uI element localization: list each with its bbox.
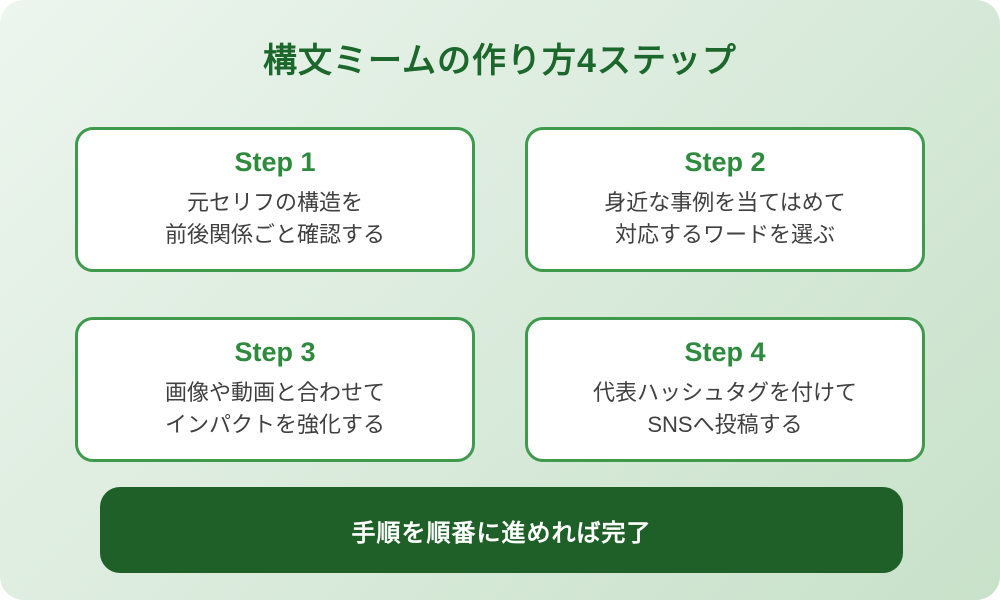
completion-banner-text: 手順を順番に進めれば完了: [351, 519, 652, 547]
step-card-1: Step 1 元セリフの構造を 前後関係ごと確認する: [75, 127, 475, 272]
step-card-3: Step 3 画像や動画と合わせて インパクトを強化する: [75, 317, 475, 462]
step-3-desc-line-2: インパクトを強化する: [164, 411, 385, 437]
step-4-desc-line-1: 代表ハッシュタグを付けて: [592, 379, 857, 405]
step-3-desc-line-1: 画像や動画と合わせて: [164, 379, 385, 405]
step-3-description: 画像や動画と合わせて インパクトを強化する: [165, 377, 385, 441]
step-2-label: Step 2: [684, 147, 766, 178]
step-1-description: 元セリフの構造を 前後関係ごと確認する: [165, 187, 385, 251]
step-2-description: 身近な事例を当てはめて 対応するワードを選ぶ: [604, 187, 846, 251]
steps-grid: Step 1 元セリフの構造を 前後関係ごと確認する Step 2 身近な事例を…: [75, 127, 925, 462]
step-4-label: Step 4: [684, 337, 766, 368]
completion-banner: 手順を順番に進めれば完了: [100, 487, 903, 573]
step-1-label: Step 1: [234, 147, 316, 178]
step-2-desc-line-1: 身近な事例を当てはめて: [604, 189, 846, 215]
step-card-2: Step 2 身近な事例を当てはめて 対応するワードを選ぶ: [525, 127, 925, 272]
step-card-4: Step 4 代表ハッシュタグを付けて SNSへ投稿する: [525, 317, 925, 462]
step-4-desc-line-2: SNSへ投稿する: [647, 411, 803, 437]
step-2-desc-line-2: 対応するワードを選ぶ: [614, 221, 835, 247]
step-3-label: Step 3: [234, 337, 316, 368]
step-1-desc-line-2: 前後関係ごと確認する: [164, 221, 385, 247]
step-1-desc-line-1: 元セリフの構造を: [186, 189, 363, 215]
step-4-description: 代表ハッシュタグを付けて SNSへ投稿する: [593, 377, 857, 441]
page-title: 構文ミームの作り方4ステップ: [263, 42, 737, 80]
